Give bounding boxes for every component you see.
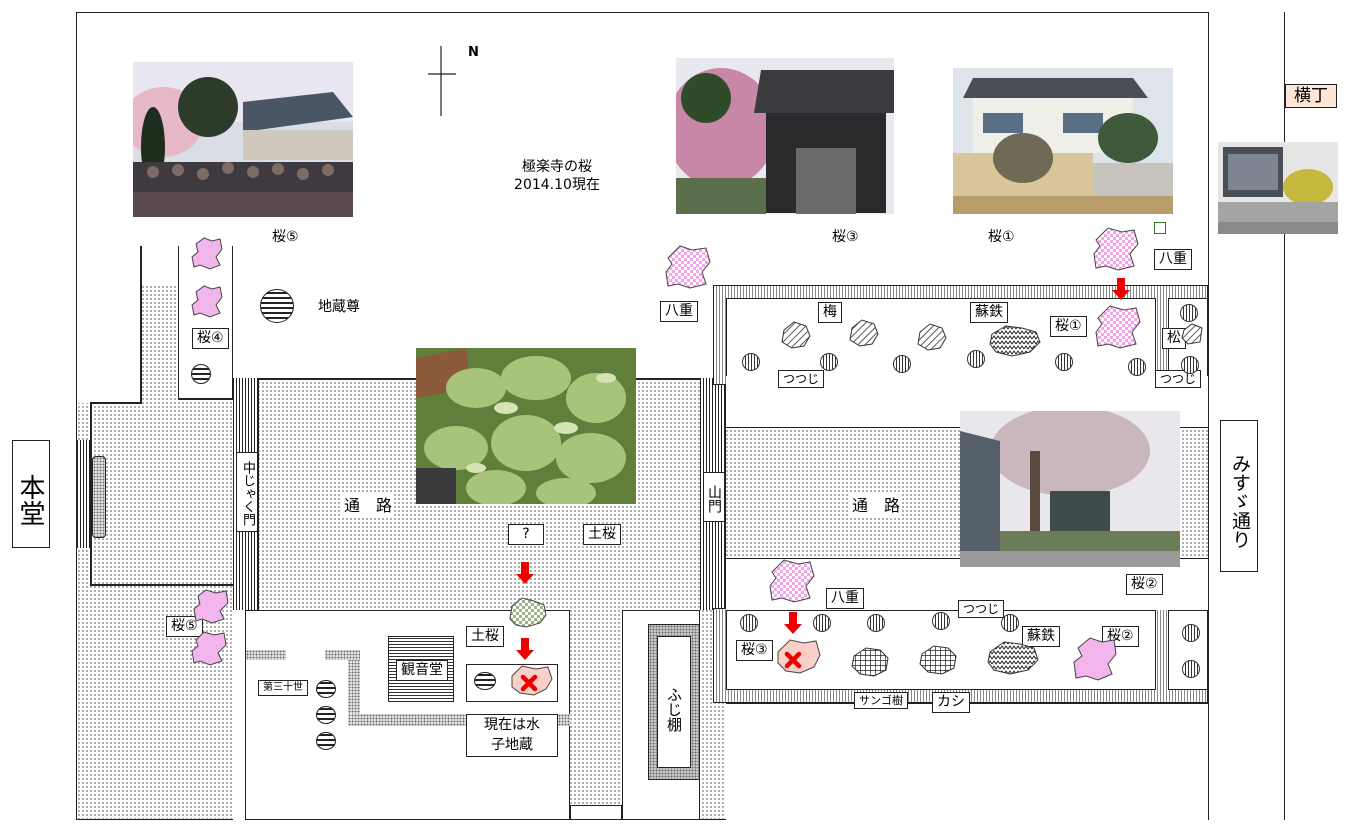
label-yae-mid: 八重 (660, 301, 698, 322)
label-sakura4: 桜④ (192, 328, 229, 349)
label-dozakura-low: 土桜 (466, 626, 504, 647)
label-yae-top-right: 八重 (1154, 249, 1192, 270)
hondo-label: 本堂 (12, 440, 50, 548)
label-yae-low: 八重 (826, 588, 864, 609)
tsutsuji-icon (967, 350, 985, 368)
grave-icon (316, 680, 336, 698)
arrow-down-icon (1112, 278, 1130, 300)
map-title-line1: 極楽寺の桜 (522, 159, 592, 175)
misuzu-label: みすゞ通り (1220, 420, 1258, 572)
wall-line (140, 246, 142, 402)
grave-icon (316, 706, 336, 724)
label-sango: サンゴ樹 (854, 692, 908, 710)
label-mizuko: 現在は水 子地蔵 (466, 714, 558, 758)
label-dozakura-mid: 土桜 (583, 524, 621, 545)
label-sakura5-low: 桜⑤ (166, 616, 203, 637)
nakajakumon-label: 中じゃく門 (236, 452, 258, 532)
compass-icon (428, 46, 458, 118)
label-daisanjusei: 第三十世 (258, 680, 308, 696)
label-matsu: 松 (1162, 328, 1186, 349)
kannondo-wall (348, 650, 360, 720)
wall-line (90, 402, 142, 404)
photo-sakura1-house (953, 68, 1173, 214)
wall-line (90, 584, 235, 586)
map-title-line2: 2014.10現在 (514, 177, 600, 194)
photo-yokocho (1218, 142, 1338, 234)
wall-line (178, 398, 233, 400)
label-question: ? (508, 524, 544, 545)
marker-square (1154, 222, 1166, 234)
label-kashi: カシ (932, 692, 970, 713)
tsutsuji-icon (820, 353, 838, 371)
tsutsuji-icon (893, 355, 911, 373)
tsutsuji-icon (1181, 356, 1199, 374)
label-sakura2-bed: 桜② (1102, 626, 1139, 647)
misuzu-road (1208, 12, 1285, 820)
kannondo-label: 観音堂 (396, 660, 448, 681)
label-sakura3-bed: 桜③ (736, 640, 773, 661)
north-garden-bed (726, 298, 1156, 378)
map-title: 極楽寺の桜 2014.10現在 (502, 156, 612, 197)
south-gate (570, 805, 622, 820)
label-sakura2-photo: 桜② (1126, 574, 1163, 595)
label-tsutsuji-top1: つつじ (778, 370, 825, 389)
west-lawn (77, 13, 140, 403)
yokocho-road (1285, 12, 1348, 820)
hondo-step-block (92, 456, 106, 538)
tsutsuji-icon (742, 353, 760, 371)
label-jizoson: 地蔵尊 (318, 299, 360, 315)
label-tsutsuji-top2: つつじ (1155, 370, 1202, 389)
photo-sakura5-crowd (133, 62, 353, 217)
photo-sakura3-gate (676, 58, 894, 214)
tsutsuji-icon (1180, 304, 1198, 322)
yokocho-label: 横丁 (1285, 84, 1337, 109)
kannondo-wall (325, 650, 360, 660)
wall-line (90, 402, 92, 584)
arrow-down-icon (516, 562, 534, 584)
sanmon-label: 山門 (703, 472, 725, 522)
label-sakura3-top: 桜③ (832, 229, 859, 245)
jizoson-icon (260, 289, 294, 323)
label-sotetsu-low: 蘇鉄 (1022, 626, 1060, 647)
grave-icon (316, 732, 336, 750)
mizuko-jizo-icon (474, 672, 496, 690)
label-sakura5-top: 桜⑤ (272, 229, 299, 245)
mizuko-area (466, 664, 558, 702)
label-ume: 梅 (818, 302, 842, 323)
tsutsuji-icon (1182, 660, 1200, 678)
tsutsuji-icon (1128, 358, 1146, 376)
label-tsutsuji-low: つつじ (958, 600, 1005, 619)
label-sotetsu-top: 蘇鉄 (970, 302, 1008, 323)
tsutsuji-icon (932, 612, 950, 630)
tsutsuji-icon (813, 614, 831, 632)
photo-sakura2 (960, 411, 1180, 567)
photo-dozakura (416, 348, 636, 504)
south-west-strip (233, 610, 245, 820)
path-label-right: 通 路 (850, 492, 903, 516)
label-sakura1-bed: 桜① (1050, 316, 1087, 337)
arrow-down-icon (516, 638, 534, 660)
jizo-icon (191, 364, 211, 384)
tsutsuji-icon (1001, 614, 1019, 632)
tsutsuji-icon (1055, 353, 1073, 371)
path-label-left: 通 路 (342, 492, 395, 516)
label-sakura1-top: 桜① (988, 229, 1015, 245)
fujidana-label: ふじ棚 (657, 636, 691, 768)
kannondo-wall (246, 650, 286, 660)
south-east-area (726, 703, 1208, 820)
arrow-down-icon (784, 612, 802, 634)
hondo-steps (77, 440, 90, 548)
tsutsuji-icon (740, 614, 758, 632)
compass-north: N (468, 45, 479, 60)
south-garden-bed-right (1168, 610, 1208, 690)
tsutsuji-icon (867, 614, 885, 632)
tsutsuji-icon (1182, 624, 1200, 642)
